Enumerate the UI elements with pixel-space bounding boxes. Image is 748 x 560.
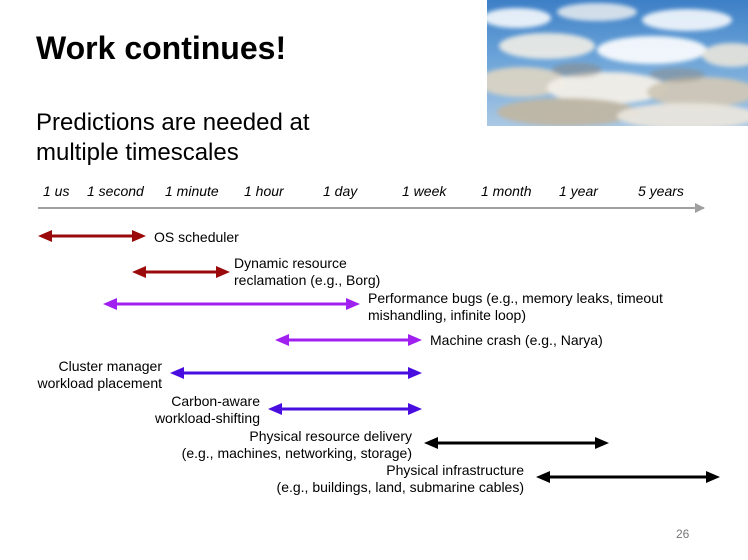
- page-number: 26: [676, 527, 690, 541]
- tick-1month: 1 month: [481, 183, 532, 199]
- subtitle-line-1: Predictions are needed at: [36, 109, 310, 136]
- arrow-head-left: [103, 298, 117, 310]
- label-dynamic-resource-reclamation: Dynamic resource reclamation (e.g., Borg…: [234, 255, 381, 288]
- label-physical-resource-delivery: Physical resource delivery (e.g., machin…: [181, 428, 412, 461]
- arrow-cluster-manager: [170, 367, 422, 379]
- label-os-scheduler: OS scheduler: [154, 229, 239, 245]
- label-performance-bugs: Performance bugs (e.g., memory leaks, ti…: [368, 290, 663, 323]
- arrow-head-left: [132, 266, 146, 278]
- arrow-head-right: [595, 437, 609, 449]
- label-carbon-aware: Carbon-aware workload-shifting: [154, 393, 260, 426]
- arrow-head-right: [132, 230, 146, 242]
- arrow-head-left: [536, 471, 550, 483]
- arrow-head-right: [346, 298, 360, 310]
- arrow-carbon-aware: [268, 403, 422, 415]
- cloudy-sky-photo: [487, 0, 748, 126]
- arrow-head-right: [408, 403, 422, 415]
- arrow-dynamic-resource-reclamation: [132, 266, 230, 278]
- tick-1year: 1 year: [559, 183, 598, 199]
- tick-1hour: 1 hour: [244, 183, 284, 199]
- label-cluster-manager: Cluster manager workload placement: [37, 358, 162, 391]
- arrow-head-left: [268, 403, 282, 415]
- tick-1minute: 1 minute: [165, 183, 219, 199]
- arrow-physical-infrastructure: [536, 471, 720, 483]
- tick-1second: 1 second: [87, 183, 144, 199]
- arrow-head-right: [216, 266, 230, 278]
- arrow-head-left: [275, 334, 289, 346]
- arrow-head-left: [424, 437, 438, 449]
- tick-1us: 1 us: [43, 183, 70, 199]
- arrow-head-left: [170, 367, 184, 379]
- label-physical-infrastructure: Physical infrastructure (e.g., buildings…: [276, 462, 524, 495]
- arrow-head-right: [706, 471, 720, 483]
- subtitle-line-2: multiple timescales: [36, 139, 239, 166]
- arrow-machine-crash: [275, 334, 422, 346]
- label-machine-crash: Machine crash (e.g., Narya): [430, 332, 603, 348]
- arrow-head-left: [38, 230, 52, 242]
- tick-5years: 5 years: [638, 183, 684, 199]
- tick-1week: 1 week: [402, 183, 447, 199]
- arrow-head-right: [408, 334, 422, 346]
- arrow-head-right: [408, 367, 422, 379]
- slide-title: Work continues!: [36, 30, 287, 66]
- arrow-physical-resource-delivery: [424, 437, 609, 449]
- arrow-os-scheduler: [38, 230, 146, 242]
- slide-subtitle: Predictions are needed at multiple times…: [36, 108, 310, 168]
- tick-1day: 1 day: [323, 183, 358, 199]
- arrow-performance-bugs: [103, 298, 360, 310]
